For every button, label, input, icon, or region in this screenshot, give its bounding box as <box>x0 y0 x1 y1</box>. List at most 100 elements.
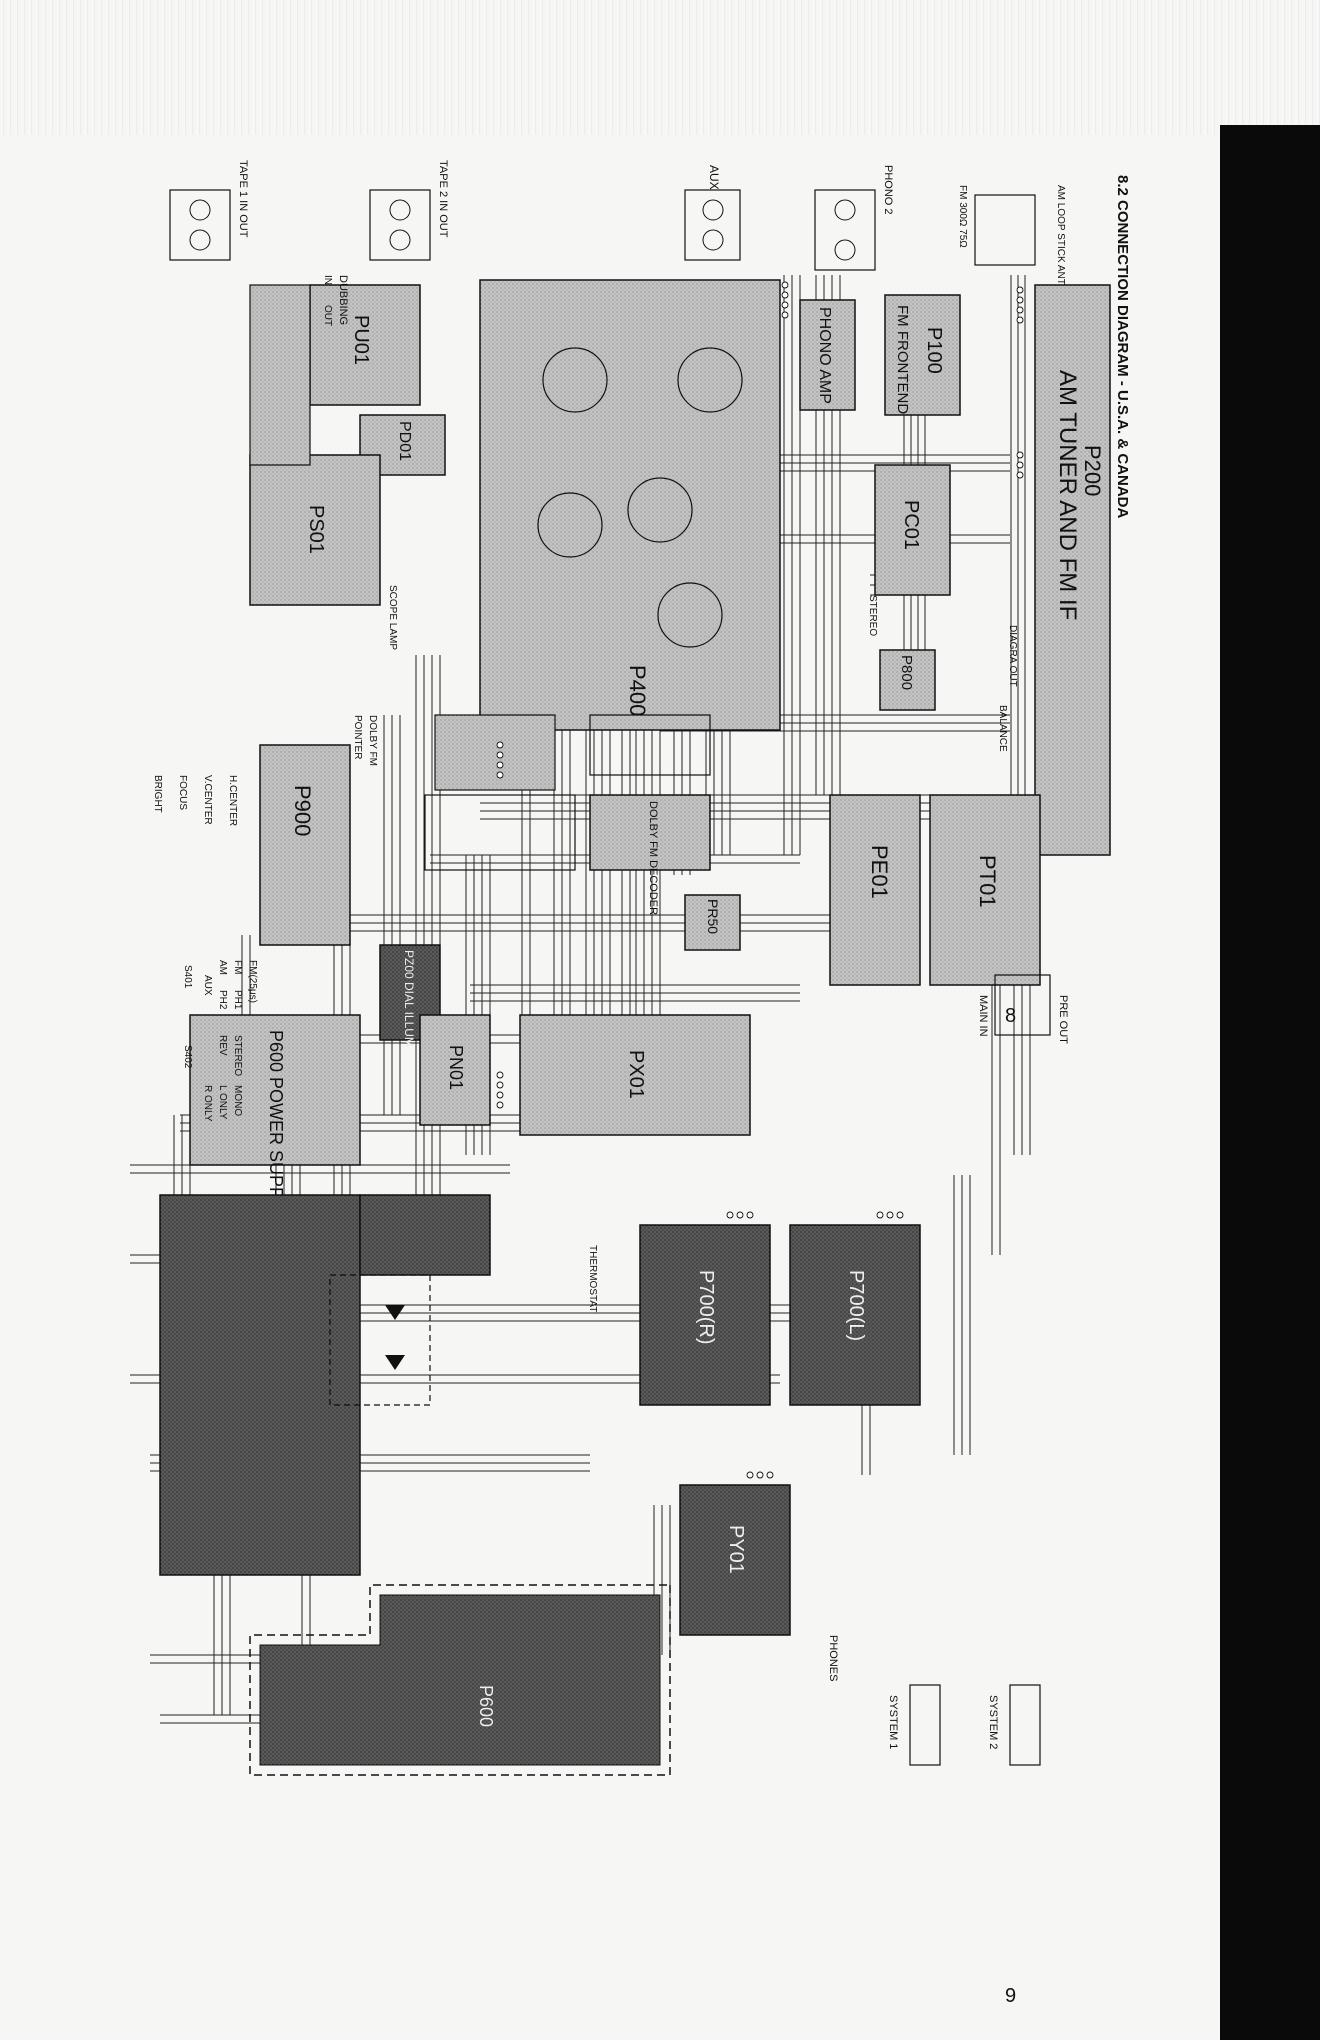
label-p900: P900 <box>290 785 315 836</box>
label-pn01: PN01 <box>446 1045 466 1090</box>
label-pu01: PU01 <box>350 315 372 365</box>
label-dolby: DOLBY FM DECODER <box>647 801 659 915</box>
switch-s401-extra: FM(25μs) <box>247 960 258 1003</box>
switch-s401-pos: AM <box>217 960 228 975</box>
label-pt01: PT01 <box>975 855 1000 908</box>
board-dolby-fm-decoder <box>589 794 711 871</box>
label-am-tuner: AM TUNER AND FM IF <box>1054 370 1081 620</box>
label-p200: P200 <box>1080 445 1105 496</box>
label-aux: AUX <box>707 165 721 190</box>
label-fm-frontend: FM FRONTEND <box>894 305 911 414</box>
boards: AM TUNER AND FM IF P200 P100 FM FRONTEND… <box>159 279 1111 1776</box>
board-p700l <box>789 1224 921 1406</box>
label-system2: SYSTEM 2 <box>987 1695 999 1749</box>
board-p600 <box>259 1594 661 1766</box>
board-p400 <box>479 279 781 731</box>
label-phones: PHONES <box>827 1635 839 1681</box>
tape1-jack-block <box>169 189 231 261</box>
phono-jack-block <box>814 189 876 271</box>
selector-switches: FM(25μs) FM PH1 AM PH2 AUX S401 STEREO M… <box>182 960 258 1122</box>
switch-s402-pos: R ONLY <box>202 1085 213 1122</box>
board-pd01 <box>359 414 446 476</box>
connection-diagram: 8.2 CONNECTION DIAGRAM - U.S.A. & CANADA <box>130 160 1131 1776</box>
label-p700l: P700(L) <box>845 1270 867 1341</box>
diagram-title: 8.2 CONNECTION DIAGRAM - U.S.A. & CANADA <box>1114 175 1130 519</box>
switch-s401-id: S401 <box>182 965 193 989</box>
label-power-supply: P600 POWER SUPPLY <box>266 1030 286 1220</box>
label-phono-amp: PHONO AMP <box>816 307 833 404</box>
label-pc01: PC01 <box>900 500 922 550</box>
board-pe01 <box>829 794 921 986</box>
switch-s402-pos: STEREO <box>232 1035 243 1076</box>
rotary-switch <box>542 347 608 413</box>
board-p900 <box>259 744 351 946</box>
page-number-8: 8 <box>1005 1005 1017 1027</box>
board-main-dark-ext <box>359 1194 491 1276</box>
label-p600: P600 <box>476 1685 496 1727</box>
antenna-terminal <box>974 194 1036 266</box>
connector-ladder-2 <box>434 714 556 791</box>
speaker-terminal-1 <box>909 1684 941 1766</box>
label-p100: P100 <box>923 327 945 374</box>
board-p200 <box>1034 284 1111 856</box>
label-dolby-fm: DOLBY FM <box>367 715 378 766</box>
jacks: AM LOOP STICK ANT FM 300Ω 75Ω PHONO 2 AU… <box>169 160 1069 1766</box>
switch-s402-pos: REV <box>217 1035 228 1056</box>
aux-jack-block <box>684 189 741 261</box>
label-py01: PY01 <box>725 1525 747 1574</box>
label-pz00: PZ00 DIAL ILLUM <box>402 950 416 1047</box>
switch-s401-pos: PH1 <box>232 990 243 1010</box>
label-thermostat: THERMOSTAT <box>587 1245 598 1312</box>
label-pre-out: PRE OUT <box>1057 995 1069 1044</box>
label-pe01: PE01 <box>867 845 892 899</box>
board-pr50 <box>684 894 741 951</box>
rectifier-area <box>329 1274 431 1406</box>
scope-control-label: H.CENTER <box>227 775 238 826</box>
label-p800-small: P800 <box>898 655 915 690</box>
switch-s401-pos: AUX <box>202 975 213 996</box>
rotary-switch <box>627 477 693 543</box>
label-diagra-out: DIAGRA OUT <box>1007 625 1018 687</box>
label-balance: BALANCE <box>997 705 1008 752</box>
label-dubbing: DUBBING <box>337 275 349 325</box>
scan-edge-band <box>1220 125 1320 2040</box>
scope-control-label: V.CENTER <box>202 775 213 825</box>
rotary-switch <box>537 492 603 558</box>
rectifier-diode <box>385 1305 405 1370</box>
label-system1: SYSTEM 1 <box>887 1695 899 1749</box>
connector-ladder <box>589 714 711 776</box>
board-ps01 <box>249 454 381 606</box>
label-dub-in: IN <box>322 275 333 285</box>
board-pc01 <box>874 464 951 596</box>
switch-s401-pos: PH2 <box>217 990 228 1010</box>
label-phono: PHONO 2 <box>882 165 894 215</box>
label-pr50: PR50 <box>705 899 721 934</box>
board-p600-outline <box>249 1584 671 1776</box>
scope-control-label: FOCUS <box>177 775 188 810</box>
switch-s401-pos: FM <box>232 960 243 974</box>
board-pu01-strip <box>249 284 311 466</box>
rotary-switch <box>657 582 723 648</box>
scope-control-label: BRIGHT <box>152 775 163 813</box>
label-pd01: PD01 <box>396 421 413 461</box>
board-pt01 <box>929 794 1041 986</box>
board-pn01 <box>419 1014 491 1126</box>
label-pointer: POINTER <box>352 715 363 759</box>
label-fm-ant: FM 300Ω 75Ω <box>957 185 968 248</box>
board-main-dark <box>159 1194 361 1576</box>
speaker-terminal-2 <box>1009 1684 1041 1766</box>
pre-out-jack <box>994 974 1051 1036</box>
scope-controls: H.CENTER V.CENTER FOCUS BRIGHT <box>152 775 238 826</box>
label-px01: PX01 <box>625 1050 647 1099</box>
label-scope-lamp: SCOPE LAMP <box>387 585 398 650</box>
board-power-supply <box>189 1014 361 1166</box>
label-p400: P400 <box>625 665 650 716</box>
label-p700r: P700(R) <box>695 1270 717 1344</box>
board-phono-amp <box>799 299 856 411</box>
label-tape2: TAPE 2 IN OUT <box>437 160 449 238</box>
board-p700r <box>639 1224 771 1406</box>
label-tape1: TAPE 1 IN OUT <box>237 160 249 238</box>
label-dub-out: OUT <box>322 305 333 326</box>
connector-pins <box>496 281 1024 1479</box>
